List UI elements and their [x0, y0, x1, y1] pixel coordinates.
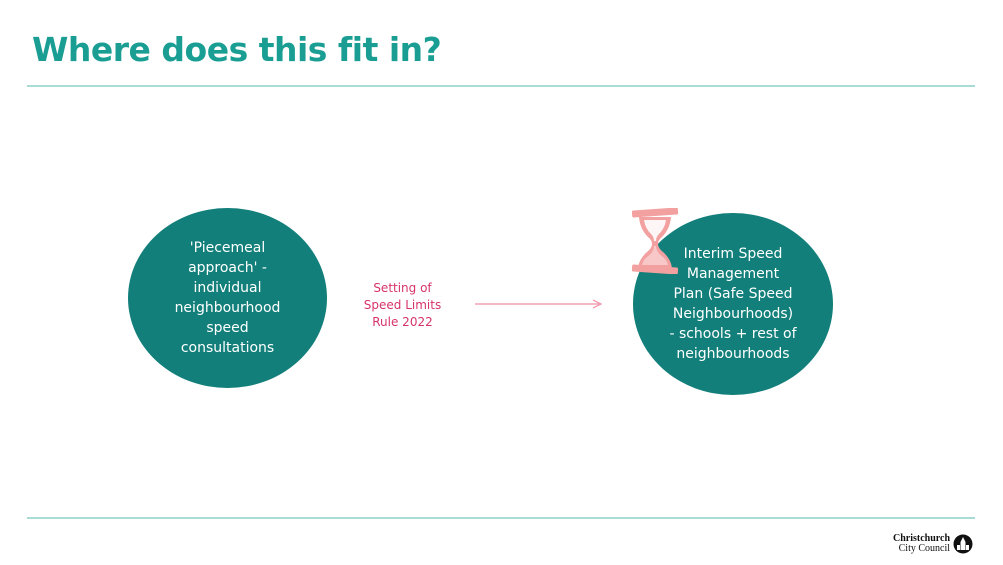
node-line: Interim Speed — [683, 246, 783, 262]
slide-title: Where does this fit in? — [32, 30, 442, 69]
connector-line: Rule 2022 — [372, 315, 433, 329]
node-line: approach' - — [188, 260, 267, 276]
node-line: Management — [686, 266, 780, 282]
node-line: speed — [206, 320, 249, 336]
node-line: 'Piecemeal — [189, 240, 266, 256]
logo-line-1: Christchurch — [893, 533, 951, 544]
interim-plan-label: Interim Speed Management Plan (Safe Spee… — [669, 244, 796, 364]
piecemeal-approach-node: 'Piecemeal approach' - individual neighb… — [128, 208, 327, 388]
node-line: Neighbourhoods) — [672, 306, 794, 322]
piecemeal-approach-label: 'Piecemeal approach' - individual neighb… — [175, 238, 281, 358]
council-logo: Christchurch City Council — [893, 534, 973, 554]
node-line: - schools + rest of — [669, 326, 797, 342]
top-divider — [27, 85, 975, 87]
connector-line: Setting of — [373, 281, 432, 295]
bottom-divider — [27, 517, 975, 519]
interim-speed-management-plan-node: Interim Speed Management Plan (Safe Spee… — [633, 213, 833, 395]
hourglass-icon — [631, 208, 679, 274]
node-line: consultations — [180, 340, 275, 356]
node-line: Plan (Safe Speed — [673, 286, 793, 302]
speed-limits-rule-label: Setting of Speed Limits Rule 2022 — [350, 280, 455, 331]
logo-wordmark: Christchurch City Council — [893, 534, 950, 554]
logo-line-2: City Council — [898, 543, 951, 554]
christchurch-cathedral-icon — [953, 534, 973, 554]
node-line: individual — [193, 280, 262, 296]
node-line: neighbourhoods — [676, 346, 790, 362]
connector-line: Speed Limits — [363, 298, 442, 312]
node-line: neighbourhood — [174, 300, 281, 316]
arrow-right-icon — [475, 299, 603, 309]
